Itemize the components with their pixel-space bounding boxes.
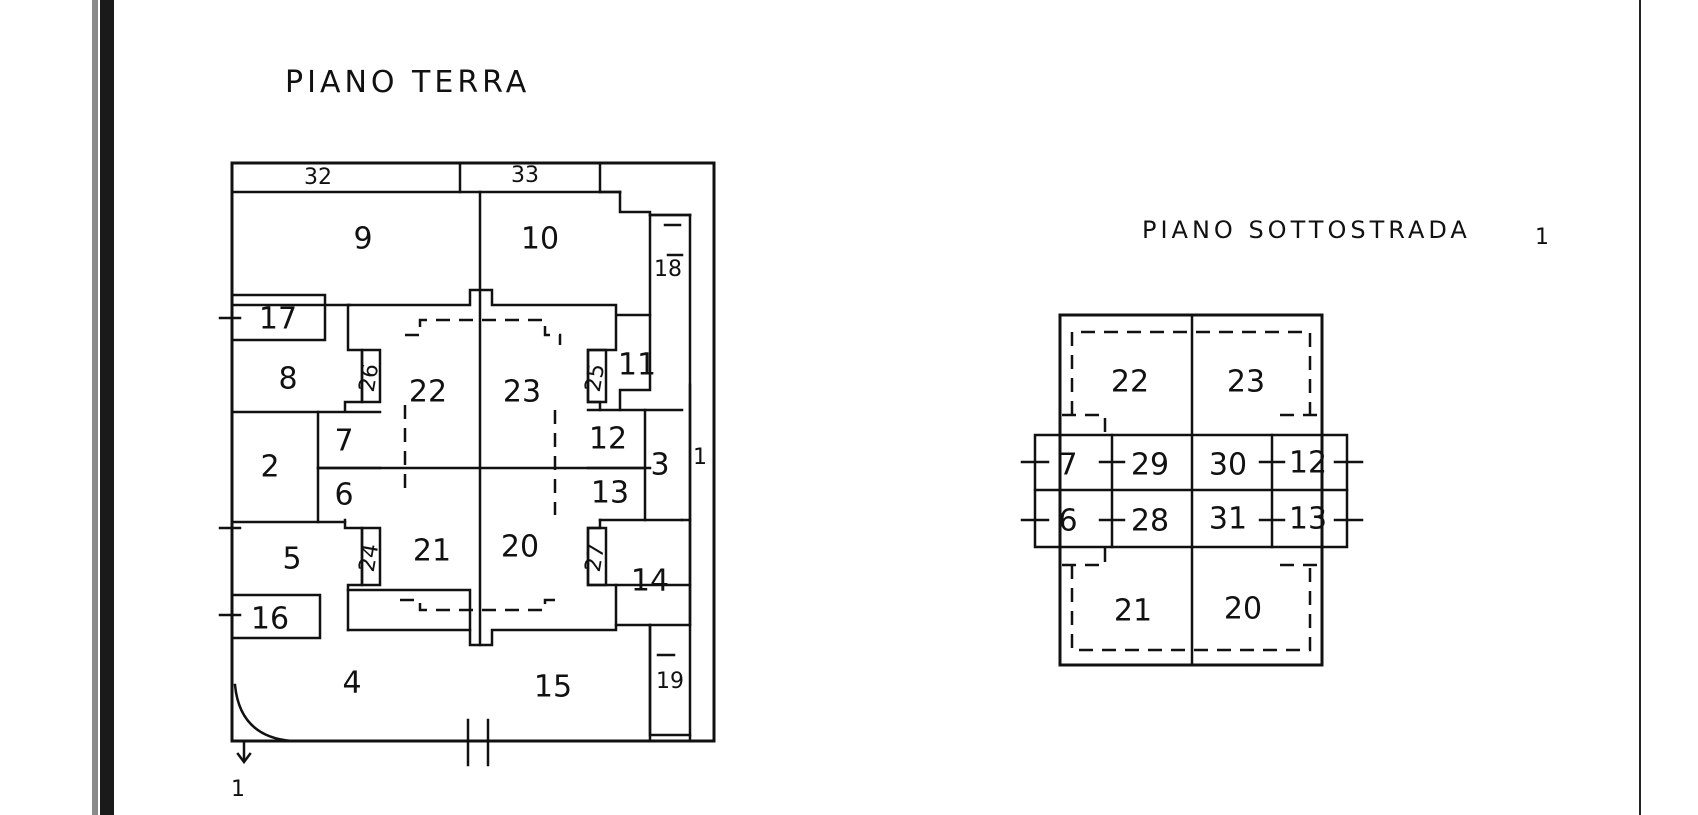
basement-room-13-label: 13	[1289, 502, 1327, 537]
ground-outer-wall	[230, 161, 716, 743]
room-12-label: 12	[589, 422, 627, 457]
stair-25-label: 25	[581, 362, 610, 394]
basement-plan	[1020, 313, 1364, 667]
basement-room-28-label: 28	[1131, 504, 1169, 539]
ground-floor-title: PIANO TERRA	[285, 65, 530, 100]
room-5-label: 5	[282, 542, 301, 577]
room-8-label: 8	[278, 362, 297, 397]
ground-floor-plan	[218, 161, 716, 767]
basement-labels: 22 23 7 29 30 12 6 28 31 13 21 20	[1058, 365, 1327, 629]
room-22-label: 22	[409, 375, 447, 410]
basement-title: PIANO SOTTOSTRADA	[1142, 216, 1471, 244]
basement-room-22-label: 22	[1111, 365, 1149, 400]
basement-room-30-label: 30	[1209, 448, 1247, 483]
basement-title-suffix: 1	[1535, 225, 1549, 250]
room-13-label: 13	[591, 476, 629, 511]
room-32-label: 32	[304, 165, 332, 190]
room-10-label: 10	[521, 222, 559, 257]
basement-room-6-label: 6	[1058, 504, 1077, 539]
room-17-label: 17	[259, 302, 297, 337]
room-7-label: 7	[334, 424, 353, 459]
room-2-label: 2	[260, 450, 279, 485]
basement-room-20-label: 20	[1224, 592, 1262, 627]
stair-27-label: 27	[581, 542, 610, 574]
bottom-marker-label: 1	[231, 777, 245, 802]
room-6-label: 6	[334, 478, 353, 513]
room-19-label: 19	[656, 669, 684, 694]
basement-room-31-label: 31	[1209, 502, 1247, 537]
room-18-label: 18	[654, 257, 682, 282]
room-3-label: 3	[650, 448, 669, 483]
room-21-label: 21	[413, 534, 451, 569]
room-9-label: 9	[353, 222, 372, 257]
room-11-label: 11	[618, 348, 656, 383]
ground-floor-labels: 32 33 9 10 18 17 8 11 22 23 2 7 6 12 13 …	[231, 163, 707, 802]
room-14-label: 14	[631, 564, 669, 599]
basement-room-21-label: 21	[1114, 594, 1152, 629]
basement-room-7-label: 7	[1058, 448, 1077, 483]
room-23-label: 23	[503, 375, 541, 410]
basement-room-23-label: 23	[1227, 365, 1265, 400]
room-4-label: 4	[342, 666, 361, 701]
basement-room-29-label: 29	[1131, 448, 1169, 483]
room-20-label: 20	[501, 530, 539, 565]
room-15-label: 15	[534, 670, 572, 705]
stair-26-label: 26	[355, 362, 384, 394]
side-marker-label: 1	[693, 445, 707, 470]
room-33-label: 33	[511, 163, 539, 188]
stair-24-label: 24	[355, 542, 384, 574]
room-16-label: 16	[251, 602, 289, 637]
basement-room-12-label: 12	[1289, 446, 1327, 481]
